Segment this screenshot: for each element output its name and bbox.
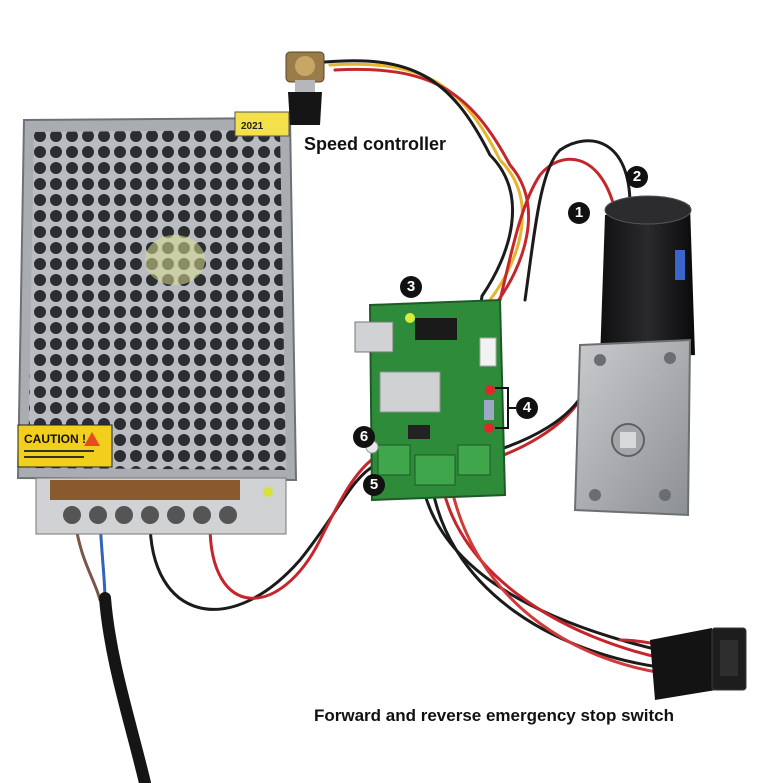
power-led <box>405 313 415 323</box>
potentiometer <box>285 51 325 125</box>
wire-red-motor <box>498 157 617 302</box>
terminal-green-2 <box>414 454 456 486</box>
caution-label <box>17 424 113 468</box>
wire-switch-black2 <box>428 468 687 672</box>
switch-label: Forward and reverse emergency stop switc… <box>314 706 674 725</box>
ac-cord <box>99 592 151 783</box>
badge-4: 4 <box>516 397 538 419</box>
speed-controller-label: Speed controller <box>304 134 447 154</box>
wire-black-motor <box>523 139 632 302</box>
wires <box>73 59 692 783</box>
terminal-green-1 <box>377 444 411 476</box>
terminal-green-3 <box>457 444 491 476</box>
psu-led <box>263 487 273 497</box>
led-red-2 <box>484 423 494 433</box>
badge-1: 1 <box>568 202 590 224</box>
switch <box>650 627 747 700</box>
led-red-1 <box>485 385 495 395</box>
bracket-4 <box>495 387 516 429</box>
badge-3: 3 <box>400 276 422 298</box>
date-sticker <box>234 111 290 137</box>
controller-pcb <box>354 298 507 502</box>
svg-text:2021: 2021 <box>241 121 264 132</box>
caution-text: CAUTION ! <box>24 432 86 446</box>
wire-black-psu <box>148 463 377 611</box>
motor <box>573 195 695 517</box>
badge-2: 2 <box>626 166 648 188</box>
wire-switch-red2 <box>446 468 692 678</box>
chip <box>415 318 457 340</box>
terminal-screws <box>63 506 237 524</box>
wire-switch-red1 <box>438 468 682 664</box>
wire-black-motor2 <box>490 388 587 454</box>
wire-red-psu <box>208 453 380 600</box>
badge-5: 5 <box>363 474 385 496</box>
badge-6: 6 <box>353 426 375 448</box>
heatsink <box>379 371 441 413</box>
power-supply: CAUTION ! 2021 <box>16 111 298 535</box>
